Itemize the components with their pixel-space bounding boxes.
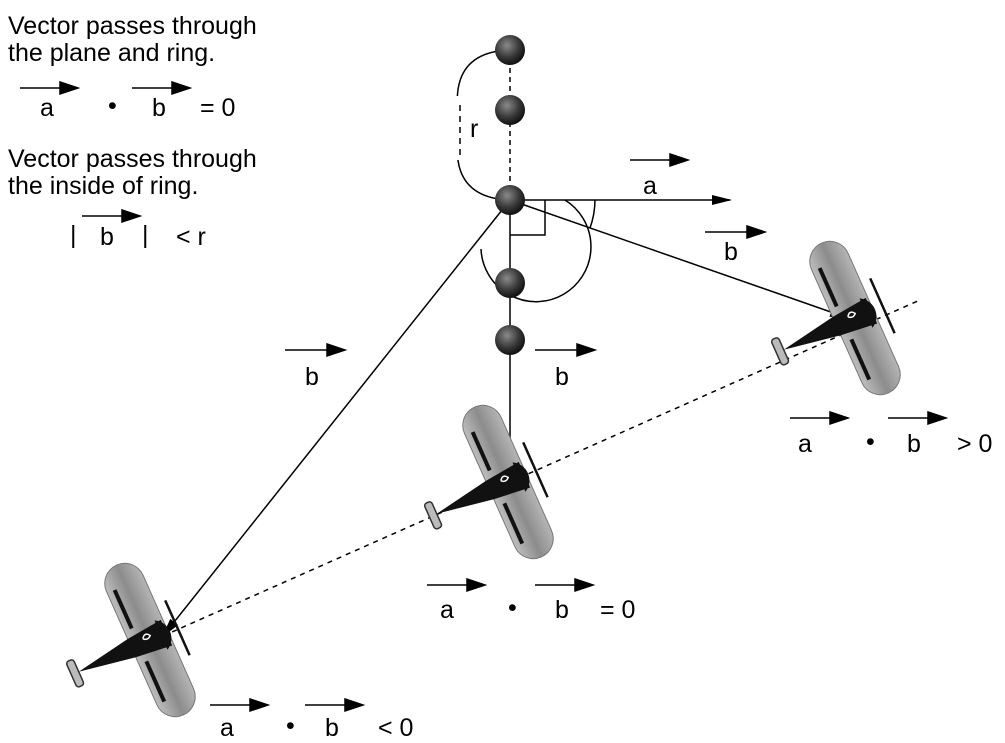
caption-2-vector-b: b — [100, 223, 114, 251]
plane-right-vector-b: b — [907, 430, 921, 458]
flight-path — [162, 299, 921, 637]
caption-1-vector-b: b — [152, 94, 166, 122]
plane-right-relation: > 0 — [957, 430, 993, 458]
plane-middle-relation: = 0 — [600, 596, 636, 624]
plane-middle-vector-a: a — [440, 596, 454, 624]
ring-ball-1 — [495, 35, 525, 65]
caption-1-dot: • — [108, 92, 117, 120]
caption-1-line-2: the plane and ring. — [8, 39, 216, 67]
angle-arc-obtuse — [480, 199, 592, 303]
plane-left-vector-b: b — [325, 714, 339, 742]
plane-middle-dot: • — [508, 594, 517, 622]
caption-2-bar-left: | — [70, 221, 77, 249]
vector-b-left — [161, 199, 511, 638]
plane-left-relation: < 0 — [378, 714, 414, 742]
angle-arc-acute — [589, 199, 596, 229]
caption-1-line-1: Vector passes through — [8, 12, 257, 40]
vector-a-label: a — [643, 172, 657, 200]
plane-right-dot: • — [866, 428, 875, 456]
vector-label-arrows — [20, 80, 949, 713]
caption-2-line-1: Vector passes through — [8, 145, 257, 173]
plane-left-vector-a: a — [220, 714, 234, 742]
plane-right-vector-a: a — [798, 430, 812, 458]
ring-ball-3 — [495, 268, 525, 298]
radius-label: r — [470, 115, 479, 143]
vector-b-left-label: b — [305, 363, 319, 391]
ring-ball-2 — [495, 95, 525, 125]
vector-b-down-label: b — [555, 363, 569, 391]
plane-right-icon — [741, 228, 918, 430]
vector-b-right-label: b — [724, 238, 738, 266]
caption-1-vector-a: a — [40, 94, 54, 122]
caption-2-bar-right: | — [142, 221, 149, 249]
caption-2-line-2: the inside of ring. — [8, 172, 199, 200]
caption-2-relation: < r — [176, 223, 206, 251]
vector-b-right — [509, 199, 850, 319]
radius-bracket — [456, 49, 511, 201]
ring-ball-center — [495, 185, 525, 215]
plane-middle-vector-b: b — [555, 596, 569, 624]
ring-ball-4 — [495, 325, 525, 355]
right-angle-mark — [510, 200, 546, 236]
caption-1-relation: = 0 — [200, 94, 236, 122]
plane-middle-icon — [394, 392, 571, 594]
plane-left-dot: • — [286, 712, 295, 740]
plane-left-icon — [36, 550, 213, 743]
